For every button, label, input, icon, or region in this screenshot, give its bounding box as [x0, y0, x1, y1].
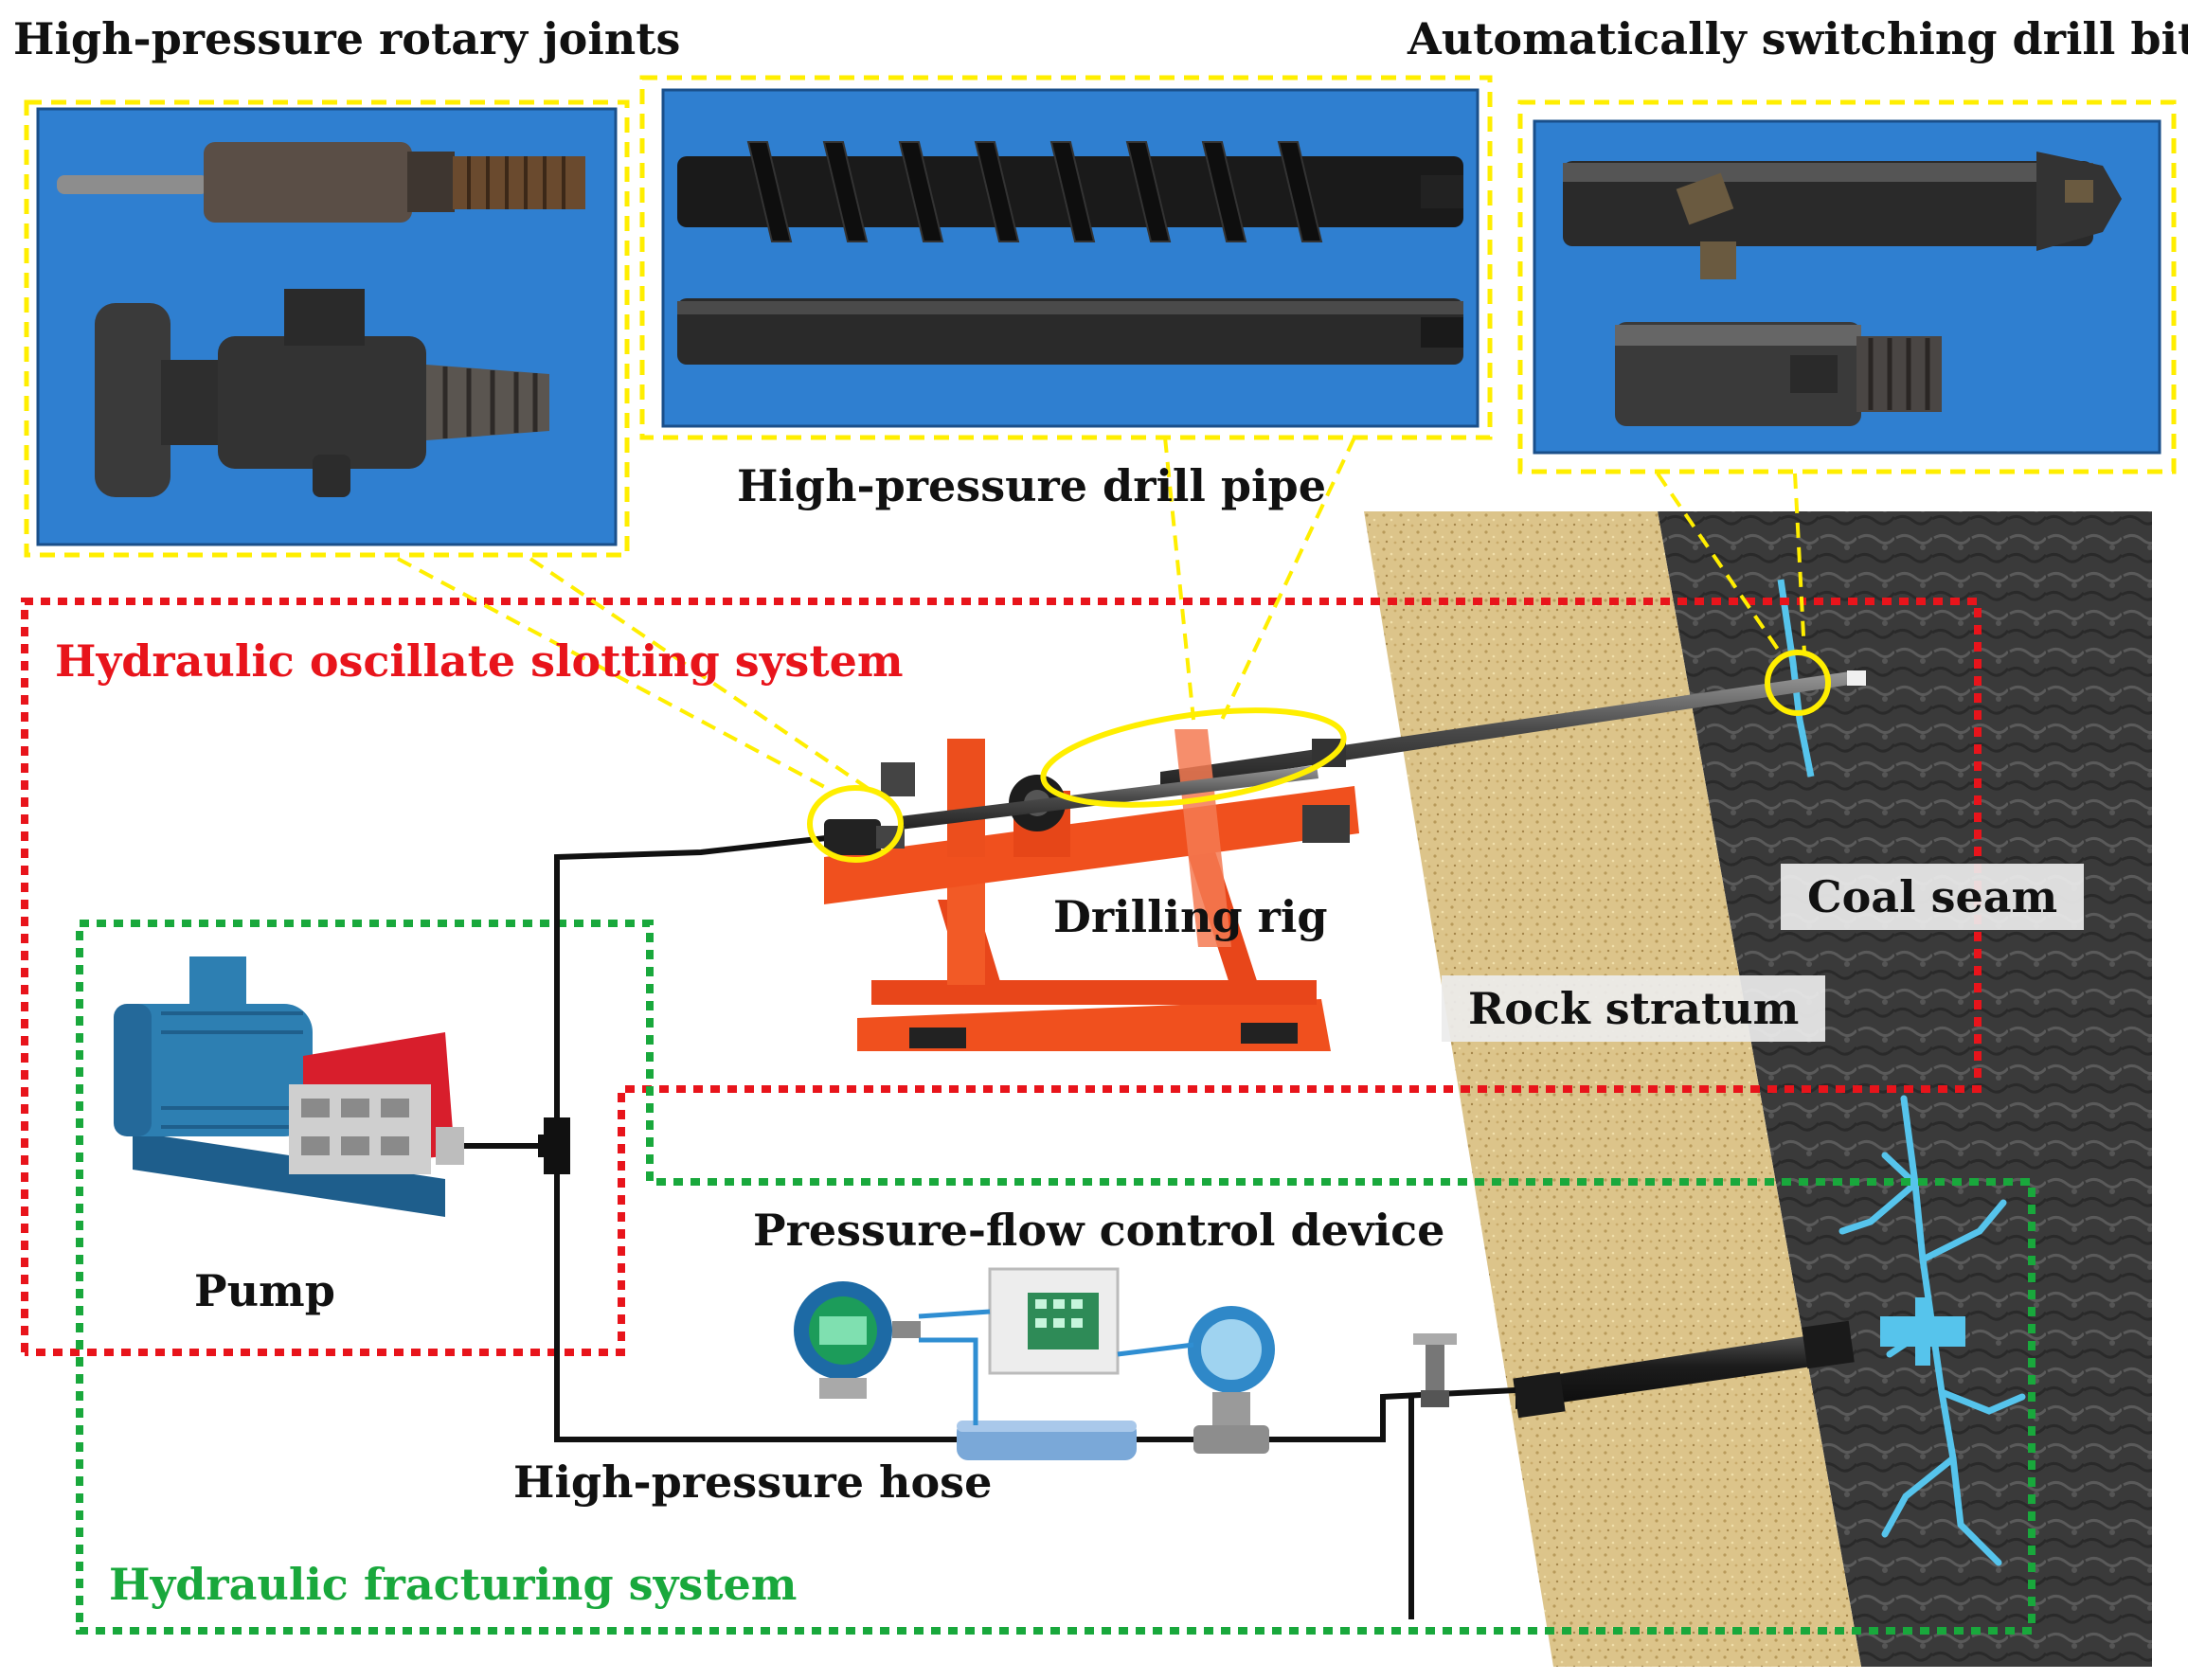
rotary-joints-label: High-pressure rotary joints [13, 13, 681, 64]
inset-rotary-joints [36, 107, 618, 546]
inset-drill-bit [1533, 119, 2161, 455]
hose-label: High-pressure hose [513, 1457, 993, 1508]
plain-drill-pipe [677, 298, 1463, 365]
tee-connector [538, 1117, 570, 1174]
fracturing-system-boundary [76, 920, 2036, 1635]
control-valve [1413, 1333, 1457, 1407]
drill-bit-label: Automatically switching drill bit [1408, 13, 2188, 64]
pressure-transmitter [794, 1281, 921, 1399]
rotary-joint-straight [57, 142, 585, 223]
drilling-rig [824, 729, 1359, 1051]
pump-label: Pump [194, 1265, 335, 1316]
signal-cables [918, 1309, 1194, 1425]
flowmeter [1188, 1306, 1275, 1454]
callout-highlight-rings [807, 650, 1831, 863]
callout-leader-lines [397, 437, 1806, 793]
coal-seam-label: Coal seam [1781, 864, 2085, 930]
drill-bit-sub [1615, 322, 1942, 426]
pump-unit [114, 956, 464, 1217]
pressure-accumulator [957, 1421, 1137, 1460]
callout-frames [24, 75, 2177, 558]
fracturing-system-label: Hydraulic fracturing system [109, 1559, 798, 1610]
slotting-system-boundary [21, 598, 1982, 1356]
fracturing-packer [1880, 1297, 1965, 1366]
rock-stratum-region [1364, 511, 1861, 1667]
rotary-joint-swivel [95, 289, 549, 497]
spiral-drill-pipe [677, 141, 1463, 242]
inset-drill-pipe [661, 88, 1480, 428]
fracturing-tube-in-borehole [1513, 1320, 1855, 1419]
drill-bit-assembly [1563, 152, 2122, 279]
control-device-label: Pressure-flow control device [753, 1205, 1445, 1256]
drill-pipe-label: High-pressure drill pipe [737, 460, 1326, 511]
rock-stratum-label: Rock stratum [1442, 975, 1826, 1042]
drilling-rig-label: Drilling rig [1053, 891, 1328, 942]
slotting-system-label: Hydraulic oscillate slotting system [55, 635, 904, 687]
control-panel [988, 1267, 1120, 1375]
